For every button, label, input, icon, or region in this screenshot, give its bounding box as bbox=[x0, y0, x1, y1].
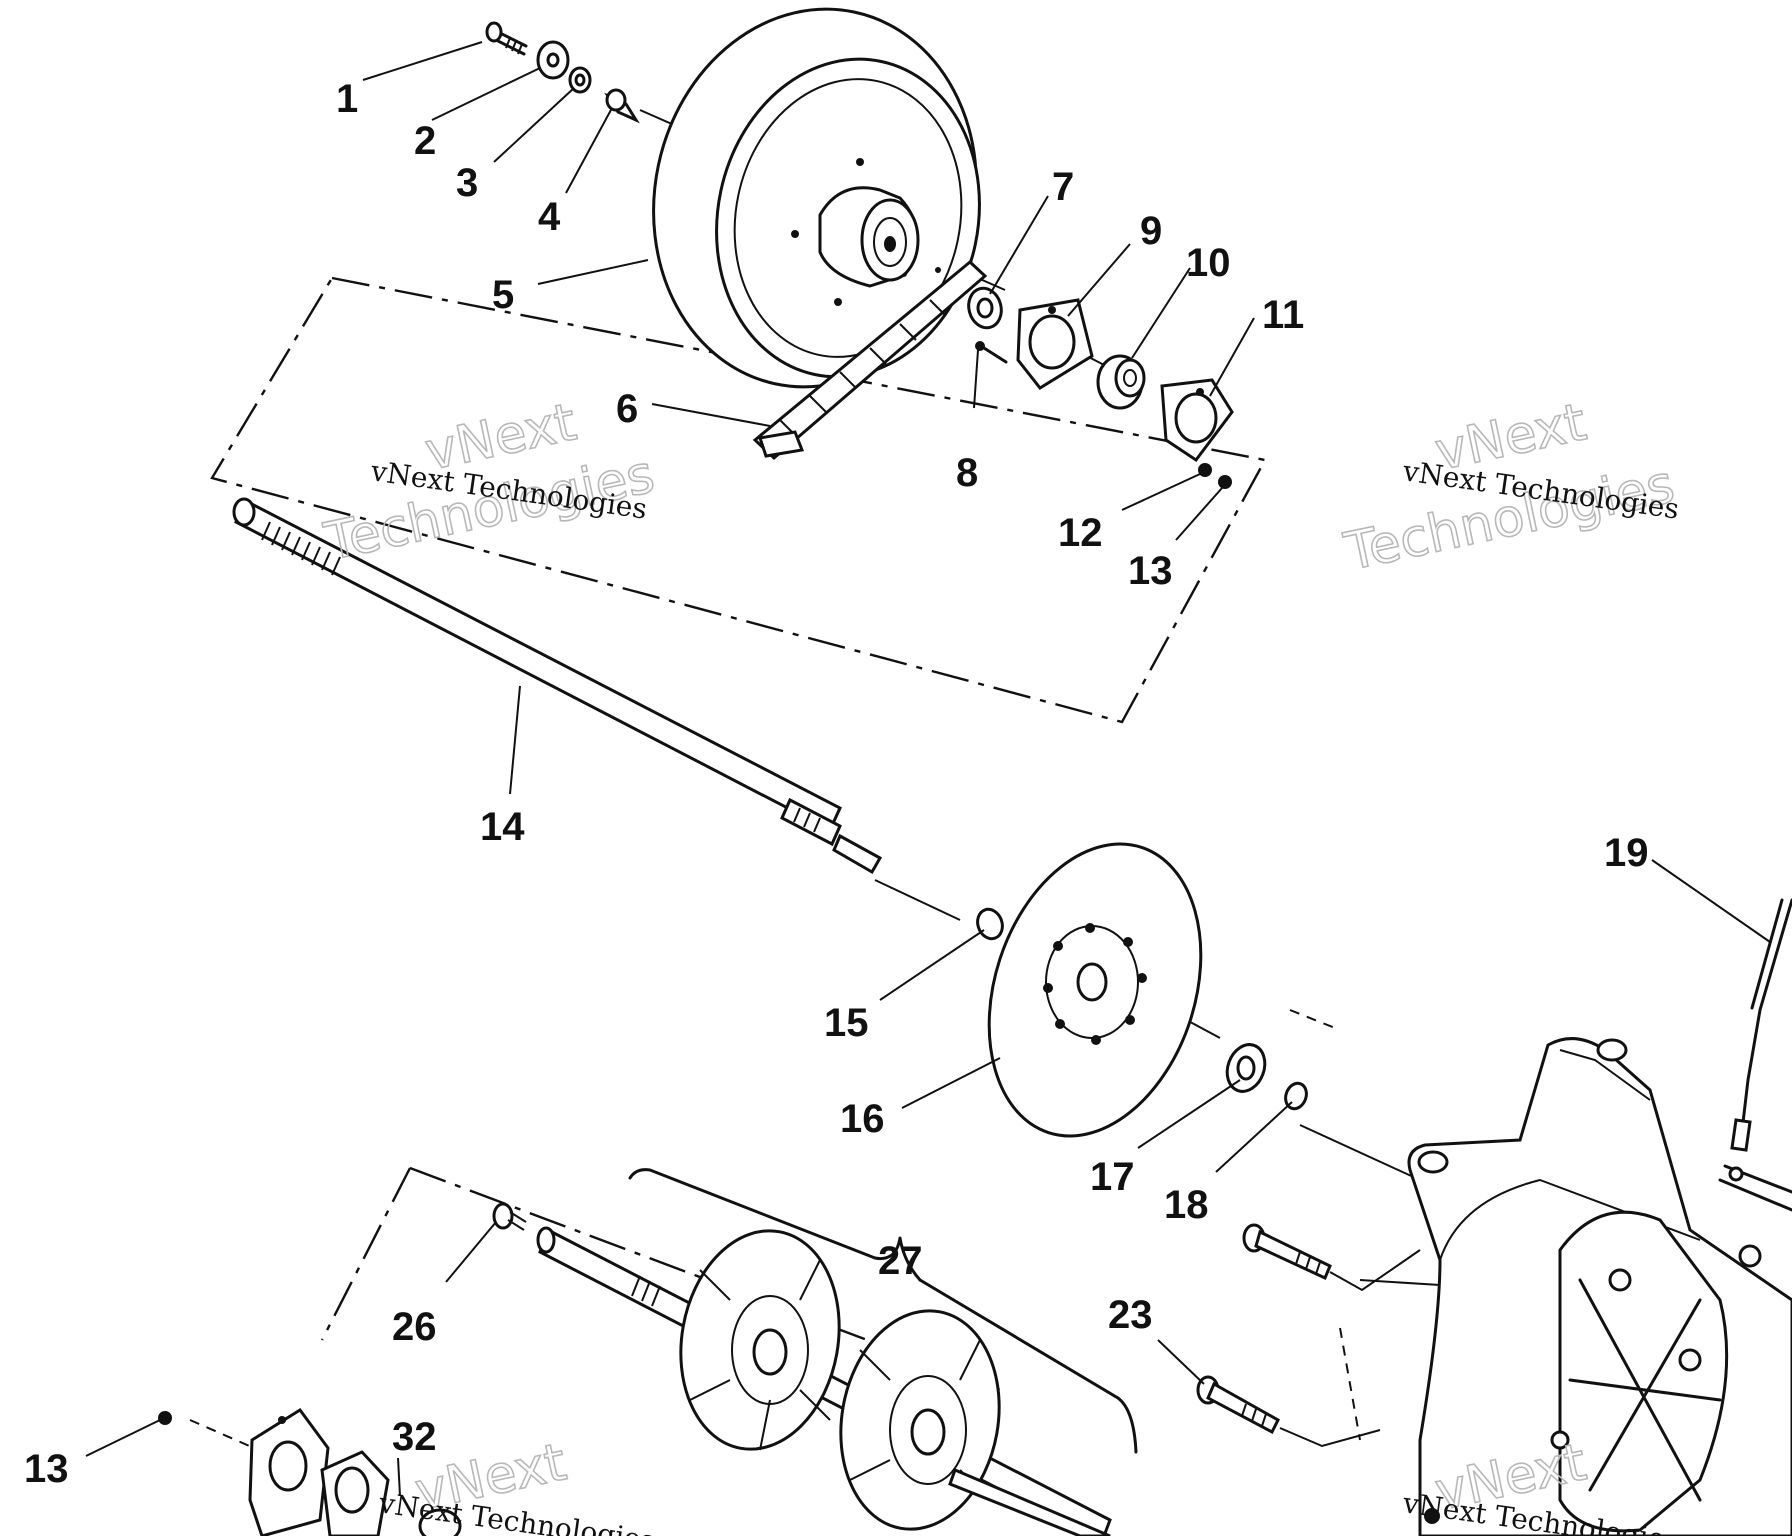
callout-23: 23 bbox=[1108, 1293, 1153, 1337]
callout-14: 14 bbox=[480, 805, 525, 849]
part-19-cable bbox=[1730, 898, 1792, 1152]
callout-4: 4 bbox=[538, 195, 561, 239]
callout-19: 19 bbox=[1604, 831, 1649, 875]
part-27-drive-shaft-sprockets bbox=[536, 1168, 1138, 1536]
upper-assembly-frame bbox=[210, 276, 1267, 724]
callout-1: 1 bbox=[336, 77, 358, 121]
callout-12: 12 bbox=[1058, 511, 1103, 555]
callout-10: 10 bbox=[1186, 241, 1231, 285]
part-8-screw bbox=[975, 341, 1008, 364]
part-7-washer bbox=[967, 286, 1003, 330]
callout-17: 17 bbox=[1090, 1155, 1135, 1199]
callout-3: 3 bbox=[456, 161, 478, 205]
part-15-o-ring bbox=[976, 907, 1004, 941]
part-14-shaft bbox=[232, 497, 883, 875]
leader-lines bbox=[85, 41, 1771, 1497]
callout-16: 16 bbox=[840, 1097, 885, 1141]
part-16-brake-disc bbox=[987, 842, 1203, 1138]
part-4-spacer bbox=[604, 88, 640, 124]
callout-15: 15 bbox=[824, 1001, 869, 1045]
part-10-bearing bbox=[1096, 354, 1146, 410]
callout-13: 13 bbox=[1128, 549, 1173, 593]
housing-bolts bbox=[1196, 1223, 1421, 1448]
part-9-flange bbox=[1016, 298, 1094, 390]
part-5-pulley bbox=[652, 7, 981, 389]
callout-27: 27 bbox=[878, 1239, 923, 1283]
chaincase-housing bbox=[1407, 1037, 1792, 1536]
callout-26: 26 bbox=[392, 1305, 437, 1349]
callout-11: 11 bbox=[1262, 293, 1304, 337]
part-32-flange bbox=[158, 1407, 1440, 1536]
part-17-bearing bbox=[1225, 1043, 1267, 1093]
part-1-bolt bbox=[485, 21, 528, 56]
callout-7: 7 bbox=[1052, 165, 1074, 209]
callout-6: 6 bbox=[616, 387, 638, 431]
part-6-chain bbox=[752, 260, 988, 461]
callout-5: 5 bbox=[492, 273, 514, 317]
callout-18: 18 bbox=[1164, 1183, 1209, 1227]
part-12-13-nuts bbox=[1198, 463, 1232, 489]
callout-2: 2 bbox=[414, 119, 436, 163]
part-26-screw bbox=[492, 1202, 527, 1231]
part-3-lock-washer bbox=[568, 66, 592, 94]
part-11-flange bbox=[1160, 378, 1234, 463]
callout-labels: 1 2 3 4 5 6 7 8 9 10 11 12 13 14 15 16 1… bbox=[24, 77, 1649, 1491]
callout-13-lower: 13 bbox=[24, 1447, 69, 1491]
part-2-washer bbox=[536, 40, 570, 80]
callout-9: 9 bbox=[1140, 209, 1162, 253]
callout-32: 32 bbox=[392, 1415, 437, 1459]
callout-8: 8 bbox=[956, 451, 978, 495]
